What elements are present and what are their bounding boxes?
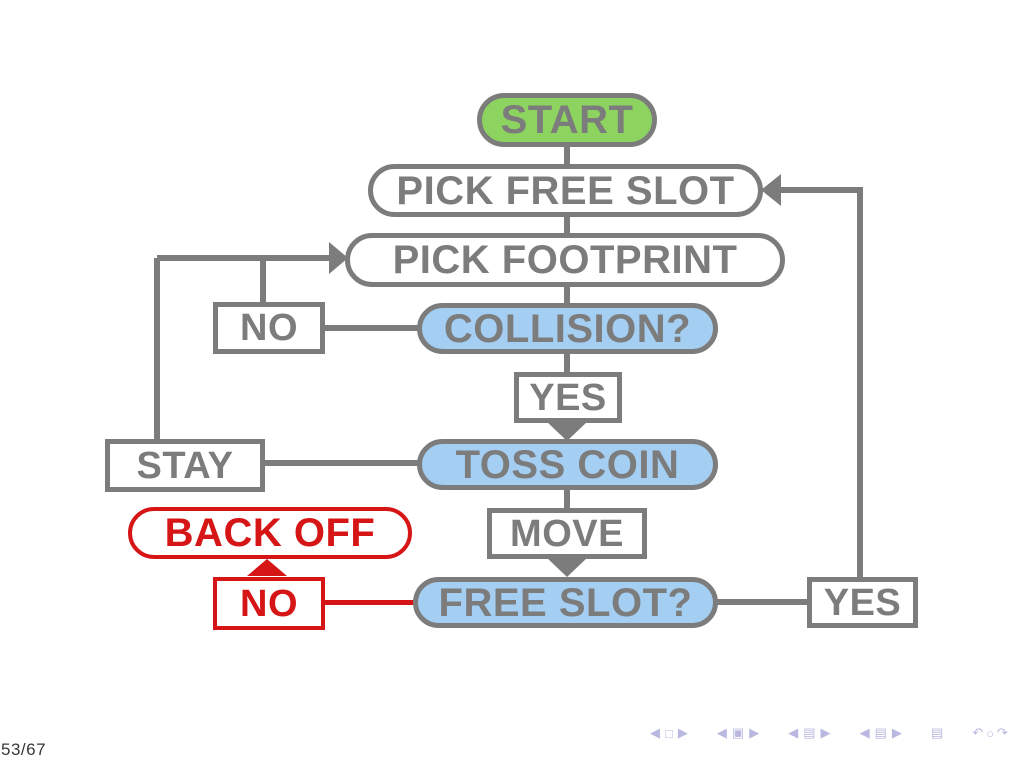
node-start: START (477, 93, 657, 147)
edge-free-slot-to-yes (715, 599, 809, 605)
nav-prev-frame-icon[interactable]: ◀ (716, 725, 727, 740)
nav-slide-icon[interactable]: □ (665, 725, 673, 741)
nav-prev-slide-icon[interactable]: ◀ (650, 725, 660, 740)
nav-section-icon[interactable]: ▤ (874, 725, 887, 740)
nav-group-history: ↶ ○ ↷ (972, 725, 1008, 741)
nav-search-icon[interactable]: ○ (986, 725, 995, 741)
edge-right-vertical-loop (857, 190, 863, 579)
node-collision-yes-label: YES (514, 372, 622, 423)
nav-subsection-icon[interactable]: ▤ (803, 725, 816, 740)
edge-no-to-free-slot-red (323, 600, 416, 605)
node-free-slot: FREE SLOT? (413, 577, 718, 628)
nav-group-appendix: ▤ (931, 725, 943, 741)
nav-frame-icon[interactable]: ▣ (731, 725, 745, 740)
nav-prev-subsection-icon[interactable]: ◀ (788, 725, 799, 740)
nav-next-section-icon[interactable]: ▶ (891, 725, 902, 740)
nav-group-section: ◀ ▤ ▶ (860, 725, 902, 741)
edge-no-up-to-loop (260, 258, 266, 306)
arrowhead-into-pick-footprint (329, 242, 348, 274)
arrowhead-move-to-free-slot (546, 557, 588, 577)
nav-group-subsection: ◀ ▤ ▶ (788, 725, 830, 741)
node-collision: COLLISION? (417, 303, 718, 354)
nav-next-subsection-icon[interactable]: ▶ (820, 725, 831, 740)
edge-loop-top-right-horizontal (781, 187, 863, 193)
edge-collision-to-yes (564, 351, 570, 375)
node-stay-label: STAY (105, 439, 265, 492)
node-pick-footprint: PICK FOOTPRINT (345, 233, 785, 287)
node-free-slot-yes-label: YES (807, 577, 918, 628)
arrowhead-into-pick-free-slot (761, 174, 781, 206)
nav-next-slide-icon[interactable]: ▶ (677, 725, 688, 740)
edge-toss-coin-to-move (564, 487, 570, 511)
edge-pick-free-slot-to-pick-footprint (564, 214, 570, 236)
edge-stay-to-toss-coin (263, 460, 423, 466)
nav-group-frame: ◀ ▣ ▶ (717, 725, 759, 741)
nav-group-slide: ◀ □ ▶ (650, 725, 688, 741)
arrowhead-yes-to-toss-coin (546, 421, 588, 441)
nav-next-frame-icon[interactable]: ▶ (749, 725, 760, 740)
page-number: 53/67 (1, 740, 47, 759)
edge-pick-footprint-to-collision (564, 284, 570, 306)
beamer-navigation-bar: ◀ □ ▶ ◀ ▣ ▶ ◀ ▤ ▶ ◀ ▤ ▶ ▤ ↶ ○ ↷ (650, 722, 1008, 744)
node-move-label: MOVE (487, 508, 647, 559)
node-back-off: BACK OFF (128, 507, 412, 559)
node-free-slot-no-label: NO (213, 577, 325, 630)
nav-back-icon[interactable]: ↶ (972, 725, 984, 740)
arrowhead-no-to-back-off (247, 559, 287, 576)
edge-loop-top-left-horizontal (157, 255, 331, 261)
nav-forward-icon[interactable]: ↷ (997, 725, 1008, 740)
nav-appendix-icon[interactable]: ▤ (930, 725, 944, 740)
edge-no-to-collision (323, 325, 423, 331)
edge-left-vertical-stay-loop (154, 258, 160, 442)
edge-start-to-pick-free-slot (564, 145, 570, 167)
node-pick-free-slot: PICK FREE SLOT (368, 164, 763, 217)
nav-prev-section-icon[interactable]: ◀ (859, 725, 870, 740)
node-toss-coin: TOSS COIN (417, 439, 718, 490)
node-collision-no-label: NO (213, 302, 325, 354)
